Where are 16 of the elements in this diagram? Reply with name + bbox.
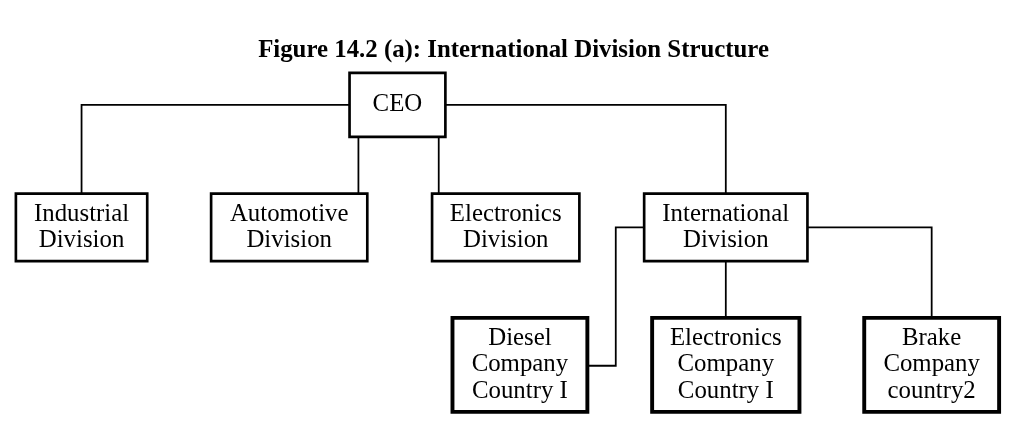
connector [437, 136, 440, 195]
node-box: CEO [348, 71, 447, 139]
connector [586, 226, 645, 367]
diagram-title: Figure 14.2 (a): International Division Structure [258, 35, 769, 63]
node-box: Automotive Division [209, 192, 369, 263]
node-box: Brake Company country2 [862, 315, 1002, 414]
connector [357, 136, 360, 195]
node-box: Electronics Division [430, 192, 581, 263]
connector [80, 103, 351, 195]
connector [806, 226, 933, 319]
connector [445, 103, 727, 195]
node-box: Electronics Company Country I [650, 315, 802, 414]
node-box: Industrial Division [14, 192, 149, 263]
node-box: Diesel Company Country I [450, 315, 590, 414]
node-box: International Division [642, 192, 809, 263]
connector [724, 260, 727, 319]
